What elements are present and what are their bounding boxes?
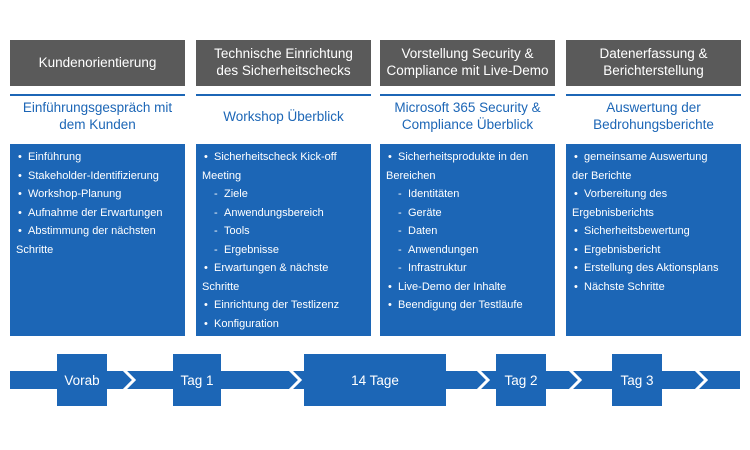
phase-body-2: Sicherheitscheck Kick-offMeetingZieleAnw… — [196, 144, 371, 336]
list-item: Abstimmung der nächsten — [16, 222, 179, 241]
phase-header-1: Kundenorientierung — [10, 40, 185, 86]
list-item: gemeinsame Auswertung — [572, 148, 735, 167]
list-item: Stakeholder-Identifizierung — [16, 167, 179, 186]
list-item: Bereichen — [386, 169, 436, 182]
timeline-stage-tag-1: Tag 1 — [173, 354, 221, 406]
sub-list-item: Identitäten — [386, 185, 549, 204]
sub-list-item: Geräte — [386, 204, 549, 223]
list-item: Sicherheitscheck Kick-off — [202, 148, 365, 167]
chevron-right-icon — [694, 368, 709, 392]
list-item: Einführung — [16, 148, 179, 167]
list-item: der Berichte — [572, 169, 632, 182]
phase-column-2: Technische Einrichtung des Sicherheitsch… — [196, 40, 371, 336]
phase-body-1: EinführungStakeholder-IdentifizierungWor… — [10, 144, 185, 336]
list-item: Meeting — [202, 169, 242, 182]
chevron-right-icon — [288, 368, 303, 392]
phase-body-4: gemeinsame Auswertung der BerichteVorbere… — [566, 144, 741, 336]
timeline-stage-vorab: Vorab — [57, 354, 107, 406]
chevron-right-icon — [476, 368, 491, 392]
sub-list-item: Anwendungsbereich — [202, 204, 365, 223]
sub-list-item: Infrastruktur — [386, 259, 549, 278]
chevron-right-icon — [568, 368, 583, 392]
phase-subtitle-1: Einführungsgespräch mit dem Kunden — [10, 94, 185, 138]
sub-list-item: Ziele — [202, 185, 365, 204]
phase-header-4: Datenerfassung & Berichterstellung — [566, 40, 741, 86]
timeline-stage-tag-3: Tag 3 — [612, 354, 662, 406]
phase-subtitle-2: Workshop Überblick — [196, 94, 371, 138]
sub-list-item: Anwendungen — [386, 241, 549, 260]
timeline-stage-14-tage: 14 Tage — [304, 354, 446, 406]
list-item: Nächste Schritte — [572, 278, 735, 297]
timeline: Vorab Tag 1 14 Tage Tag 2 Tag 3 — [0, 354, 750, 406]
list-item: Workshop-Planung — [16, 185, 179, 204]
timeline-stage-tag-2: Tag 2 — [496, 354, 546, 406]
chevron-right-icon — [122, 368, 137, 392]
list-item: Aufnahme der Erwartungen — [16, 204, 179, 223]
list-item: Schritte — [202, 280, 240, 293]
sub-list-item: Daten — [386, 222, 549, 241]
list-item: Schritte — [16, 243, 54, 256]
phase-subtitle-4: Auswertung der Bedrohungsberichte — [566, 94, 741, 138]
list-item: Einrichtung der Testlizenz — [202, 296, 365, 315]
phase-column-4: Datenerfassung & Berichterstellung Auswe… — [566, 40, 741, 336]
phase-header-2: Technische Einrichtung des Sicherheitsch… — [196, 40, 371, 86]
phase-subtitle-3: Microsoft 365 Security & Compliance Über… — [380, 94, 555, 138]
sub-list-item: Tools — [202, 222, 365, 241]
list-item: Erwartungen & nächste — [202, 259, 365, 278]
list-item: Ergebnisbericht — [572, 241, 735, 260]
list-item: Vorbereitung des — [572, 185, 735, 204]
sub-list-item: Ergebnisse — [202, 241, 365, 260]
list-item: Konfiguration — [202, 315, 365, 334]
list-item: Beendigung der Testläufe — [386, 296, 549, 315]
list-item: Live-Demo der Inhalte — [386, 278, 549, 297]
phase-header-3: Vorstellung Security & Compliance mit Li… — [380, 40, 555, 86]
phase-column-1: Kundenorientierung Einführungsgespräch m… — [10, 40, 185, 336]
list-item: Erstellung des Aktionsplans — [572, 259, 735, 278]
list-item: Ergebnisberichts — [572, 206, 654, 219]
phase-column-3: Vorstellung Security & Compliance mit Li… — [380, 40, 555, 336]
list-item: Sicherheitsprodukte in den — [386, 148, 549, 167]
phase-body-3: Sicherheitsprodukte in denBereichenIdent… — [380, 144, 555, 336]
list-item: Sicherheitsbewertung — [572, 222, 735, 241]
